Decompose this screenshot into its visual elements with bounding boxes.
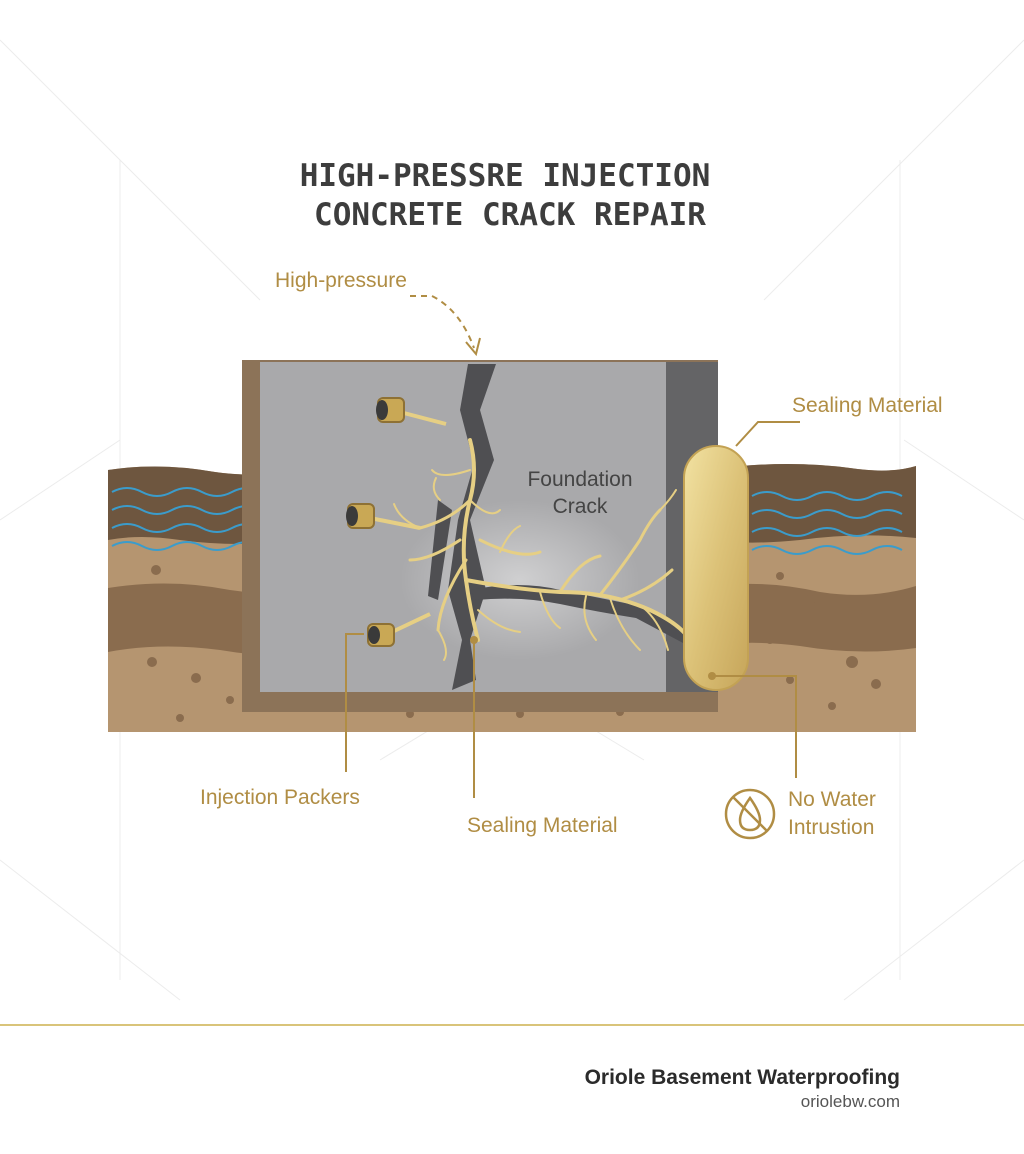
title-line-2: CONCRETE CRACK REPAIR [314,197,706,233]
concrete-foundation-wall [260,362,718,692]
high-pressure-label: High-pressure [275,269,407,292]
injection-packers-leader [345,633,364,772]
foundation-crack-label-line-2: Crack [553,495,608,518]
sealing-material-top-label: Sealing Material [792,394,943,417]
footer-company-name: Oriole Basement Waterproofing [584,1066,900,1089]
injection-packer-icon [376,400,388,420]
no-water-label-line-1: No Water [788,788,876,811]
no-water-label-line-2: Intrustion [788,816,874,839]
no-water-drop-icon [724,788,776,840]
sealing-material-bottom-label: Sealing Material [467,814,618,837]
no-water-leader [712,675,797,778]
injection-packers-label: Injection Packers [200,786,360,809]
foundation-crack-label-line-1: Foundation [527,468,632,491]
injection-packer-3 [367,612,431,647]
high-pressure-arrow [410,295,475,349]
sealing-resin-branches [393,438,692,661]
sealing-material-top-leader [735,421,800,447]
footer-website-link[interactable]: oriolebw.com [800,1092,900,1111]
injection-packer-1 [376,397,447,426]
injection-packer-2 [346,503,421,530]
arrowhead-icon [465,337,481,357]
title-line-1: HIGH-PRESSRE INJECTION [300,158,711,194]
groundwater-waves [111,487,903,555]
exterior-sealing-membrane [683,445,749,691]
